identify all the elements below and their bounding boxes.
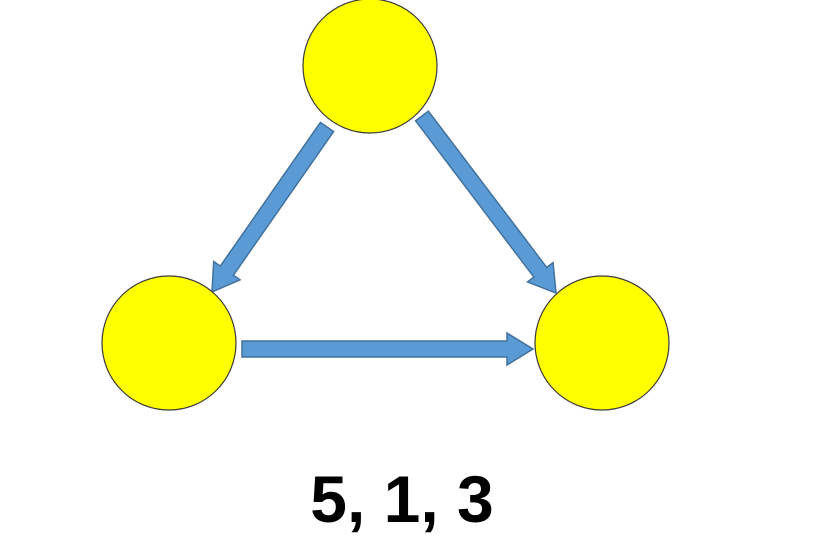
- arrow-top-to-right: [414, 110, 557, 295]
- caption-text: 5, 1, 3: [310, 462, 494, 536]
- graph-diagram: [101, 0, 670, 411]
- arrow-top-to-left: [211, 121, 335, 294]
- arrow-left-to-right: [241, 331, 535, 367]
- node-top: [302, 0, 438, 134]
- node-left: [101, 275, 237, 411]
- node-right: [534, 275, 670, 411]
